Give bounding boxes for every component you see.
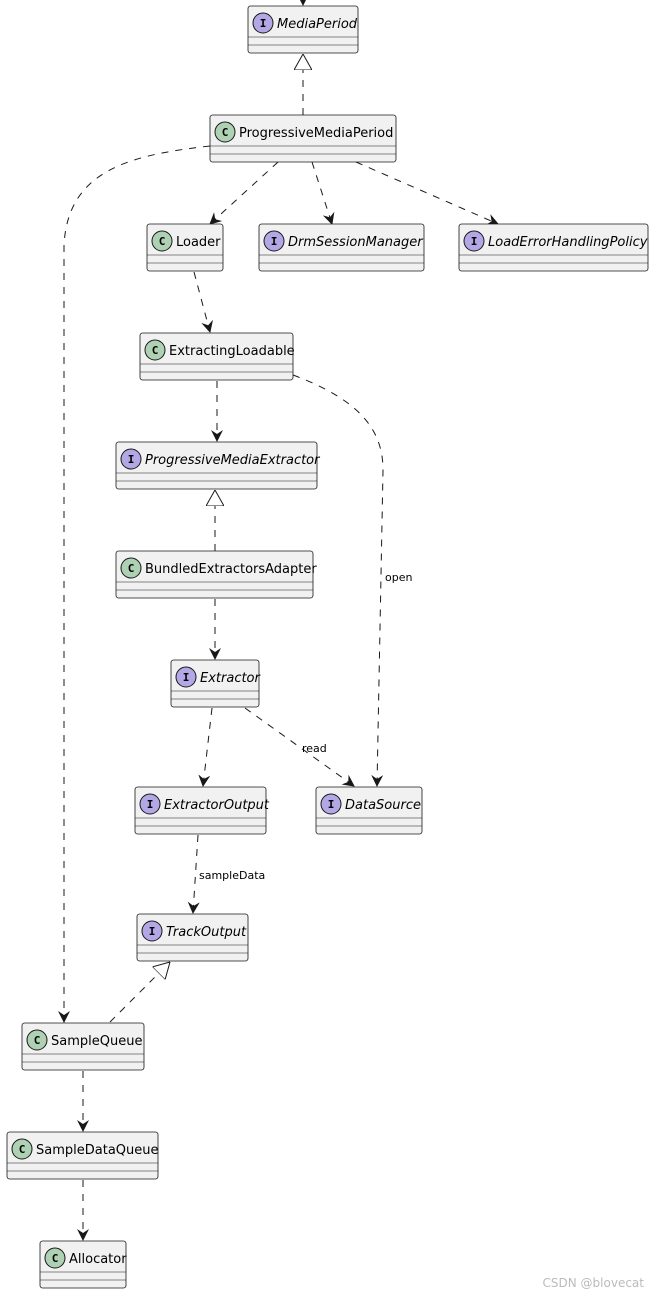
edge-extractor-to-data-source <box>244 707 355 787</box>
edge-extracting-loadable-to-data-source <box>292 374 384 787</box>
node-title: SampleDataQueue <box>36 1143 159 1158</box>
node-title: MediaPeriod <box>277 17 358 32</box>
edge-label-sample-data: sampleData <box>199 869 265 882</box>
edge-loader-to-extracting-loadable <box>193 271 213 333</box>
stereotype-letter: I <box>271 235 278 248</box>
interface-stereotype-icon <box>463 230 485 252</box>
node-title: ProgressiveMediaPeriod <box>239 126 393 141</box>
stereotype-letter: I <box>128 453 135 466</box>
node-title: TrackOutput <box>166 925 247 940</box>
stereotype-letter: C <box>19 1143 26 1156</box>
edge-label-read: read <box>302 742 327 755</box>
node-title: LoadErrorHandlingPolicy <box>488 235 648 250</box>
node-box <box>115 441 318 490</box>
stereotype-letter: C <box>128 562 135 575</box>
node-box <box>315 786 423 835</box>
node-loader: C Loader <box>146 223 224 272</box>
node-sample-queue: C SampleQueue <box>21 1022 145 1071</box>
stereotype-letter: C <box>222 126 229 139</box>
class-stereotype-icon <box>120 557 142 579</box>
edge-progressive-media-period-to-load-error-handling-policy <box>355 161 499 226</box>
node-sample-data-queue: C SampleDataQueue <box>6 1131 159 1180</box>
class-stereotype-icon <box>26 1029 48 1051</box>
class-stereotype-icon <box>44 1247 66 1269</box>
node-progressive-media-period: C ProgressiveMediaPeriod <box>209 114 397 163</box>
stereotype-letter: C <box>159 235 166 248</box>
class-stereotype-icon <box>11 1138 33 1160</box>
node-title: DataSource <box>345 798 421 813</box>
edge-extractor-to-extractor-output <box>198 707 213 787</box>
node-box <box>209 114 397 163</box>
node-box <box>247 5 359 54</box>
stereotype-letter: I <box>328 798 335 811</box>
node-progressive-media-extractor: I ProgressiveMediaExtractor <box>115 441 321 490</box>
interface-stereotype-icon <box>141 920 163 942</box>
edge-progressive-media-period-to-sample-queue <box>58 145 211 1023</box>
edge-extractor-output-to-track-output <box>187 834 200 914</box>
node-box <box>134 786 267 835</box>
stereotype-letter: I <box>260 17 267 30</box>
node-allocator: C Allocator <box>39 1240 127 1289</box>
interface-stereotype-icon <box>263 230 285 252</box>
stereotype-letter: I <box>147 798 154 811</box>
node-media-period: I MediaPeriod <box>247 5 359 54</box>
node-title: ProgressiveMediaExtractor <box>145 453 321 468</box>
node-title: Extractor <box>200 671 262 686</box>
edge-progressive-media-period-to-loader <box>209 161 279 225</box>
edge-label-open: open <box>385 571 412 584</box>
watermark-text: CSDN @blovecat <box>542 1276 644 1290</box>
node-data-source: I DataSource <box>315 786 423 835</box>
node-drm-session-manager: I DrmSessionManager <box>258 223 425 272</box>
interface-stereotype-icon <box>320 793 342 815</box>
node-box <box>21 1022 145 1071</box>
node-title: DrmSessionManager <box>288 235 424 250</box>
edge-progressive-media-period-to-drm-session-manager <box>311 161 335 225</box>
node-title: Allocator <box>69 1252 127 1267</box>
stereotype-letter: C <box>152 344 159 357</box>
class-stereotype-icon <box>144 339 166 361</box>
node-extractor-output: I ExtractorOutput <box>134 786 270 835</box>
class-stereotype-icon <box>214 121 236 143</box>
stereotype-letter: I <box>149 925 156 938</box>
interface-stereotype-icon <box>120 448 142 470</box>
stereotype-letter: I <box>183 671 190 684</box>
node-title: Loader <box>176 235 221 250</box>
edge-sample-queue-to-track-output <box>109 962 170 1023</box>
node-title: SampleQueue <box>51 1034 142 1049</box>
node-box <box>115 550 314 599</box>
node-extractor: I Extractor <box>170 659 262 708</box>
stereotype-letter: C <box>52 1252 59 1265</box>
node-title: ExtractorOutput <box>164 798 270 813</box>
node-load-error-handling-policy: I LoadErrorHandlingPolicy <box>458 223 649 272</box>
interface-stereotype-icon <box>175 666 197 688</box>
interface-stereotype-icon <box>252 12 274 34</box>
node-box <box>458 223 649 272</box>
node-box <box>258 223 425 272</box>
node-title: BundledExtractorsAdapter <box>145 562 317 577</box>
interface-stereotype-icon <box>139 793 161 815</box>
stereotype-letter: C <box>34 1034 41 1047</box>
node-box <box>136 913 249 962</box>
node-box <box>6 1131 159 1180</box>
node-title: ExtractingLoadable <box>169 344 295 359</box>
offscreen-arrow-tip <box>300 0 306 6</box>
class-stereotype-icon <box>151 230 173 252</box>
node-extracting-loadable: C ExtractingLoadable <box>139 332 295 381</box>
node-track-output: I TrackOutput <box>136 913 249 962</box>
node-box <box>139 332 294 381</box>
node-bundled-extractors-adapter: C BundledExtractorsAdapter <box>115 550 317 599</box>
stereotype-letter: I <box>471 235 478 248</box>
